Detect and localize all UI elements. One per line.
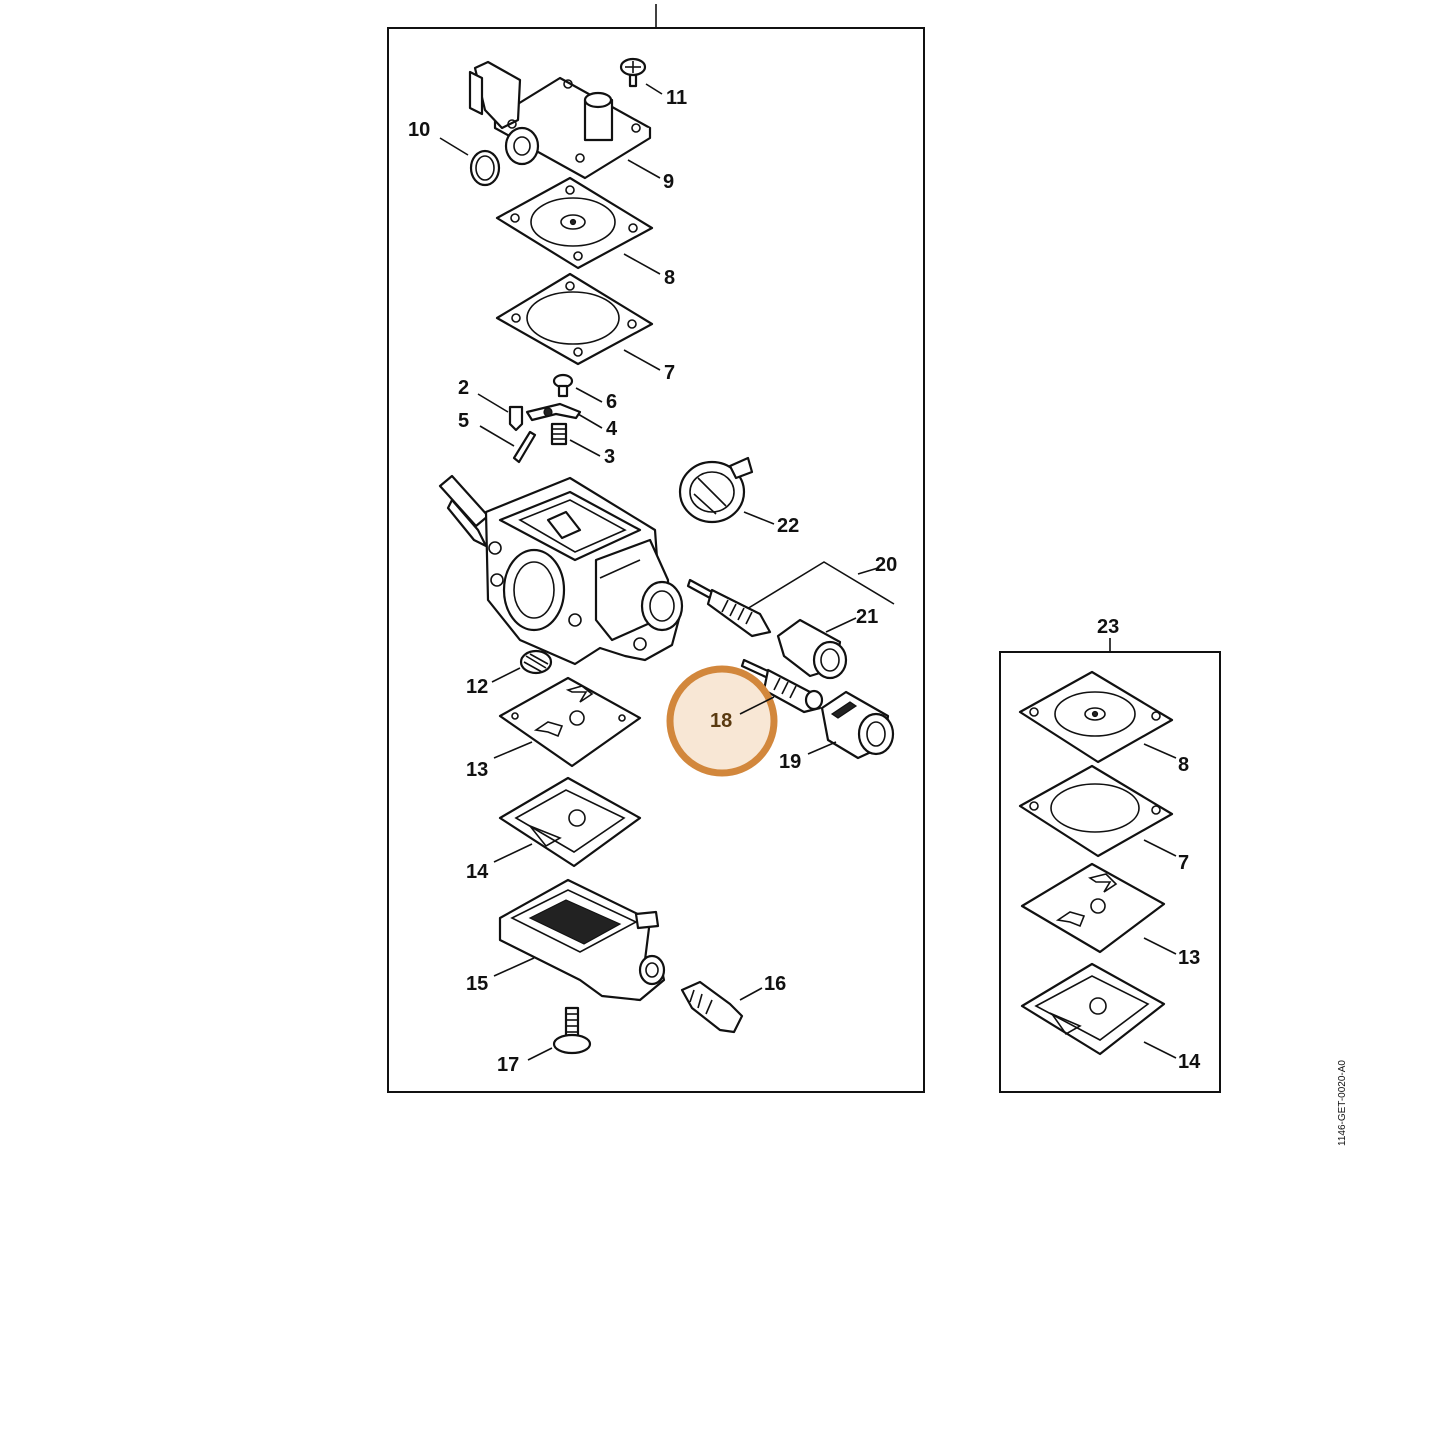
part-14-gasket[interactable] — [498, 776, 642, 868]
label-17: 17 — [497, 1054, 519, 1076]
part-9-pump-cover[interactable] — [468, 60, 652, 180]
kit-label-8: 8 — [1178, 754, 1189, 776]
part-11-screw[interactable] — [619, 57, 647, 88]
label-6: 6 — [606, 391, 617, 413]
part-18-adjusting-screw[interactable] — [740, 658, 824, 714]
part-5-spindle[interactable] — [512, 430, 537, 464]
part-22-cap[interactable] — [678, 456, 754, 524]
label-2: 2 — [458, 377, 469, 399]
bracket-20 — [741, 561, 895, 613]
kit-label-14: 14 — [1178, 1051, 1201, 1073]
highlight-marker-18[interactable] — [666, 665, 778, 777]
part-17-screw[interactable] — [552, 1006, 592, 1055]
drawing-code: 1146-GET-0020-A0 — [1337, 1060, 1348, 1146]
label-3: 3 — [604, 446, 615, 468]
label-9: 9 — [663, 171, 674, 193]
part-19-limiter-cap[interactable] — [820, 690, 895, 760]
part-15-end-cover[interactable] — [498, 878, 666, 1002]
part-2-inlet-needle[interactable] — [508, 405, 524, 432]
label-11: 11 — [666, 87, 687, 109]
part-20-adjusting-screw[interactable] — [686, 578, 772, 638]
part-16-screw[interactable] — [680, 980, 744, 1034]
label-8: 8 — [664, 267, 675, 289]
kit-part-14-gasket[interactable] — [1020, 962, 1166, 1056]
kit-label-7: 7 — [1178, 852, 1189, 874]
part-7-gasket[interactable] — [495, 272, 654, 366]
label-20: 20 — [875, 554, 897, 576]
label-15: 15 — [466, 973, 488, 995]
label-21: 21 — [856, 606, 878, 628]
label-19: 19 — [779, 751, 801, 773]
label-5: 5 — [458, 410, 469, 432]
part-8-pump-diaphragm[interactable] — [495, 176, 654, 270]
label-14: 14 — [466, 861, 489, 883]
label-10: 10 — [408, 119, 430, 141]
label-23: 23 — [1097, 616, 1119, 638]
part-3-spring[interactable] — [550, 422, 568, 446]
kit-part-13-diaphragm[interactable] — [1020, 862, 1166, 954]
part-4-inlet-control-lever[interactable] — [525, 402, 582, 422]
label-4: 4 — [606, 418, 618, 440]
part-10-o-ring[interactable] — [469, 149, 501, 187]
part-12-strainer[interactable] — [519, 649, 553, 675]
part-6-screw[interactable] — [552, 373, 574, 398]
carburetor-body[interactable] — [438, 474, 684, 666]
kit-part-7-gasket[interactable] — [1018, 764, 1174, 858]
label-12: 12 — [466, 676, 488, 698]
part-21-limiter-cap[interactable] — [776, 618, 848, 680]
label-18: 18 — [710, 710, 732, 732]
kit-label-13: 13 — [1178, 947, 1200, 969]
label-7: 7 — [664, 362, 675, 384]
main-assembly-frame — [387, 27, 925, 1093]
label-16: 16 — [764, 973, 786, 995]
kit-part-8-diaphragm[interactable] — [1018, 670, 1174, 764]
label-22: 22 — [777, 515, 799, 537]
part-13-metering-diaphragm[interactable] — [498, 676, 642, 768]
label-13: 13 — [466, 759, 488, 781]
